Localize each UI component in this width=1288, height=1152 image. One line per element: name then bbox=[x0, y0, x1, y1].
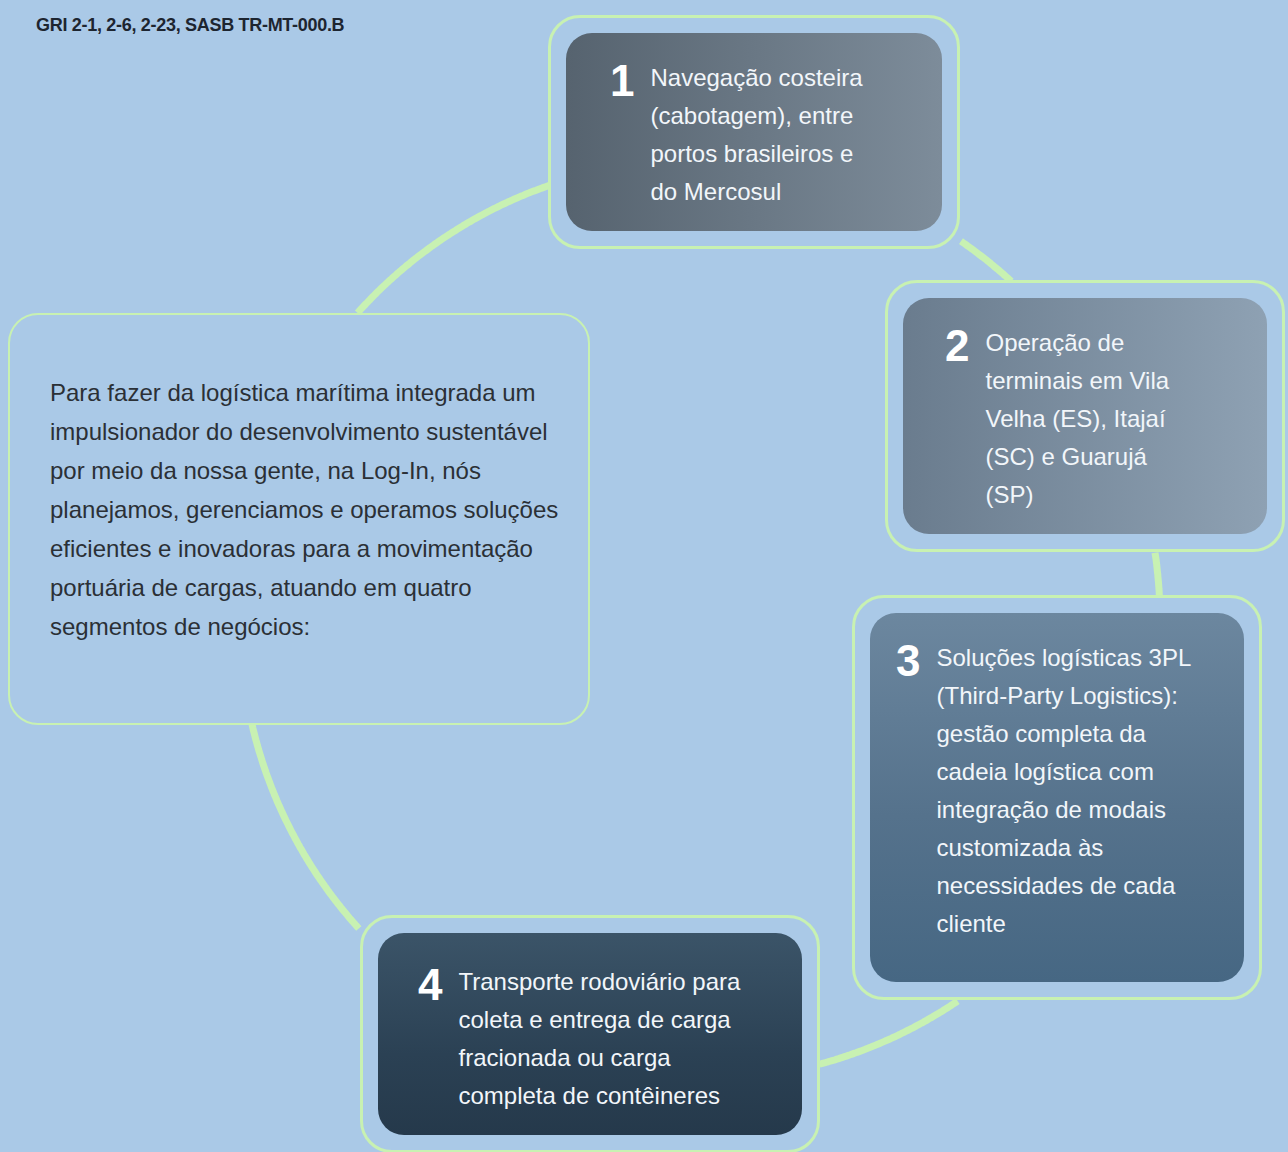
segment-fill: 3 Soluções logísticas 3PL (Third-Party Lo… bbox=[870, 613, 1244, 982]
segment-fill: 1 Navegação costeira (cabotagem), entre p… bbox=[566, 33, 942, 231]
segment-fill: 4 Transporte rodoviário para coleta e ent… bbox=[378, 933, 802, 1135]
segment-text: Transporte rodoviário para coleta e entr… bbox=[458, 963, 754, 1115]
ring-connector bbox=[1155, 553, 1159, 597]
callout-number: 2 bbox=[945, 324, 969, 368]
intro-text: Para fazer da logística marítima integra… bbox=[50, 373, 560, 646]
segment-text: Operação de terminais em Vila Velha (ES)… bbox=[985, 324, 1185, 514]
reference-label: GRI 2-1, 2-6, 2-23, SASB TR-MT-000.B bbox=[36, 14, 344, 36]
ring-connector bbox=[252, 724, 359, 928]
callout-number: 4 bbox=[418, 963, 442, 1007]
callout-number: 3 bbox=[896, 639, 920, 683]
intro-box: Para fazer da logística marítima integra… bbox=[8, 313, 590, 725]
ring-connector bbox=[961, 241, 1011, 281]
intro-text-wrap: Para fazer da logística marítima integra… bbox=[50, 373, 560, 646]
segment-text: Navegação costeira (cabotagem), entre po… bbox=[650, 59, 872, 211]
segment-fill: 2 Operação de terminais em Vila Velha (ES… bbox=[903, 298, 1267, 534]
ring-connector bbox=[358, 185, 550, 313]
segment-box: 2 Operação de terminais em Vila Velha (ES… bbox=[885, 280, 1285, 552]
callout-number: 1 bbox=[610, 59, 634, 103]
segment-box: 1 Navegação costeira (cabotagem), entre p… bbox=[548, 15, 960, 249]
segment-text: Soluções logísticas 3PL (Third-Party Log… bbox=[936, 639, 1198, 943]
ring-connector bbox=[820, 1001, 958, 1064]
segment-box: 4 Transporte rodoviário para coleta e ent… bbox=[360, 915, 820, 1152]
segment-box: 3 Soluções logísticas 3PL (Third-Party Lo… bbox=[852, 595, 1262, 1000]
